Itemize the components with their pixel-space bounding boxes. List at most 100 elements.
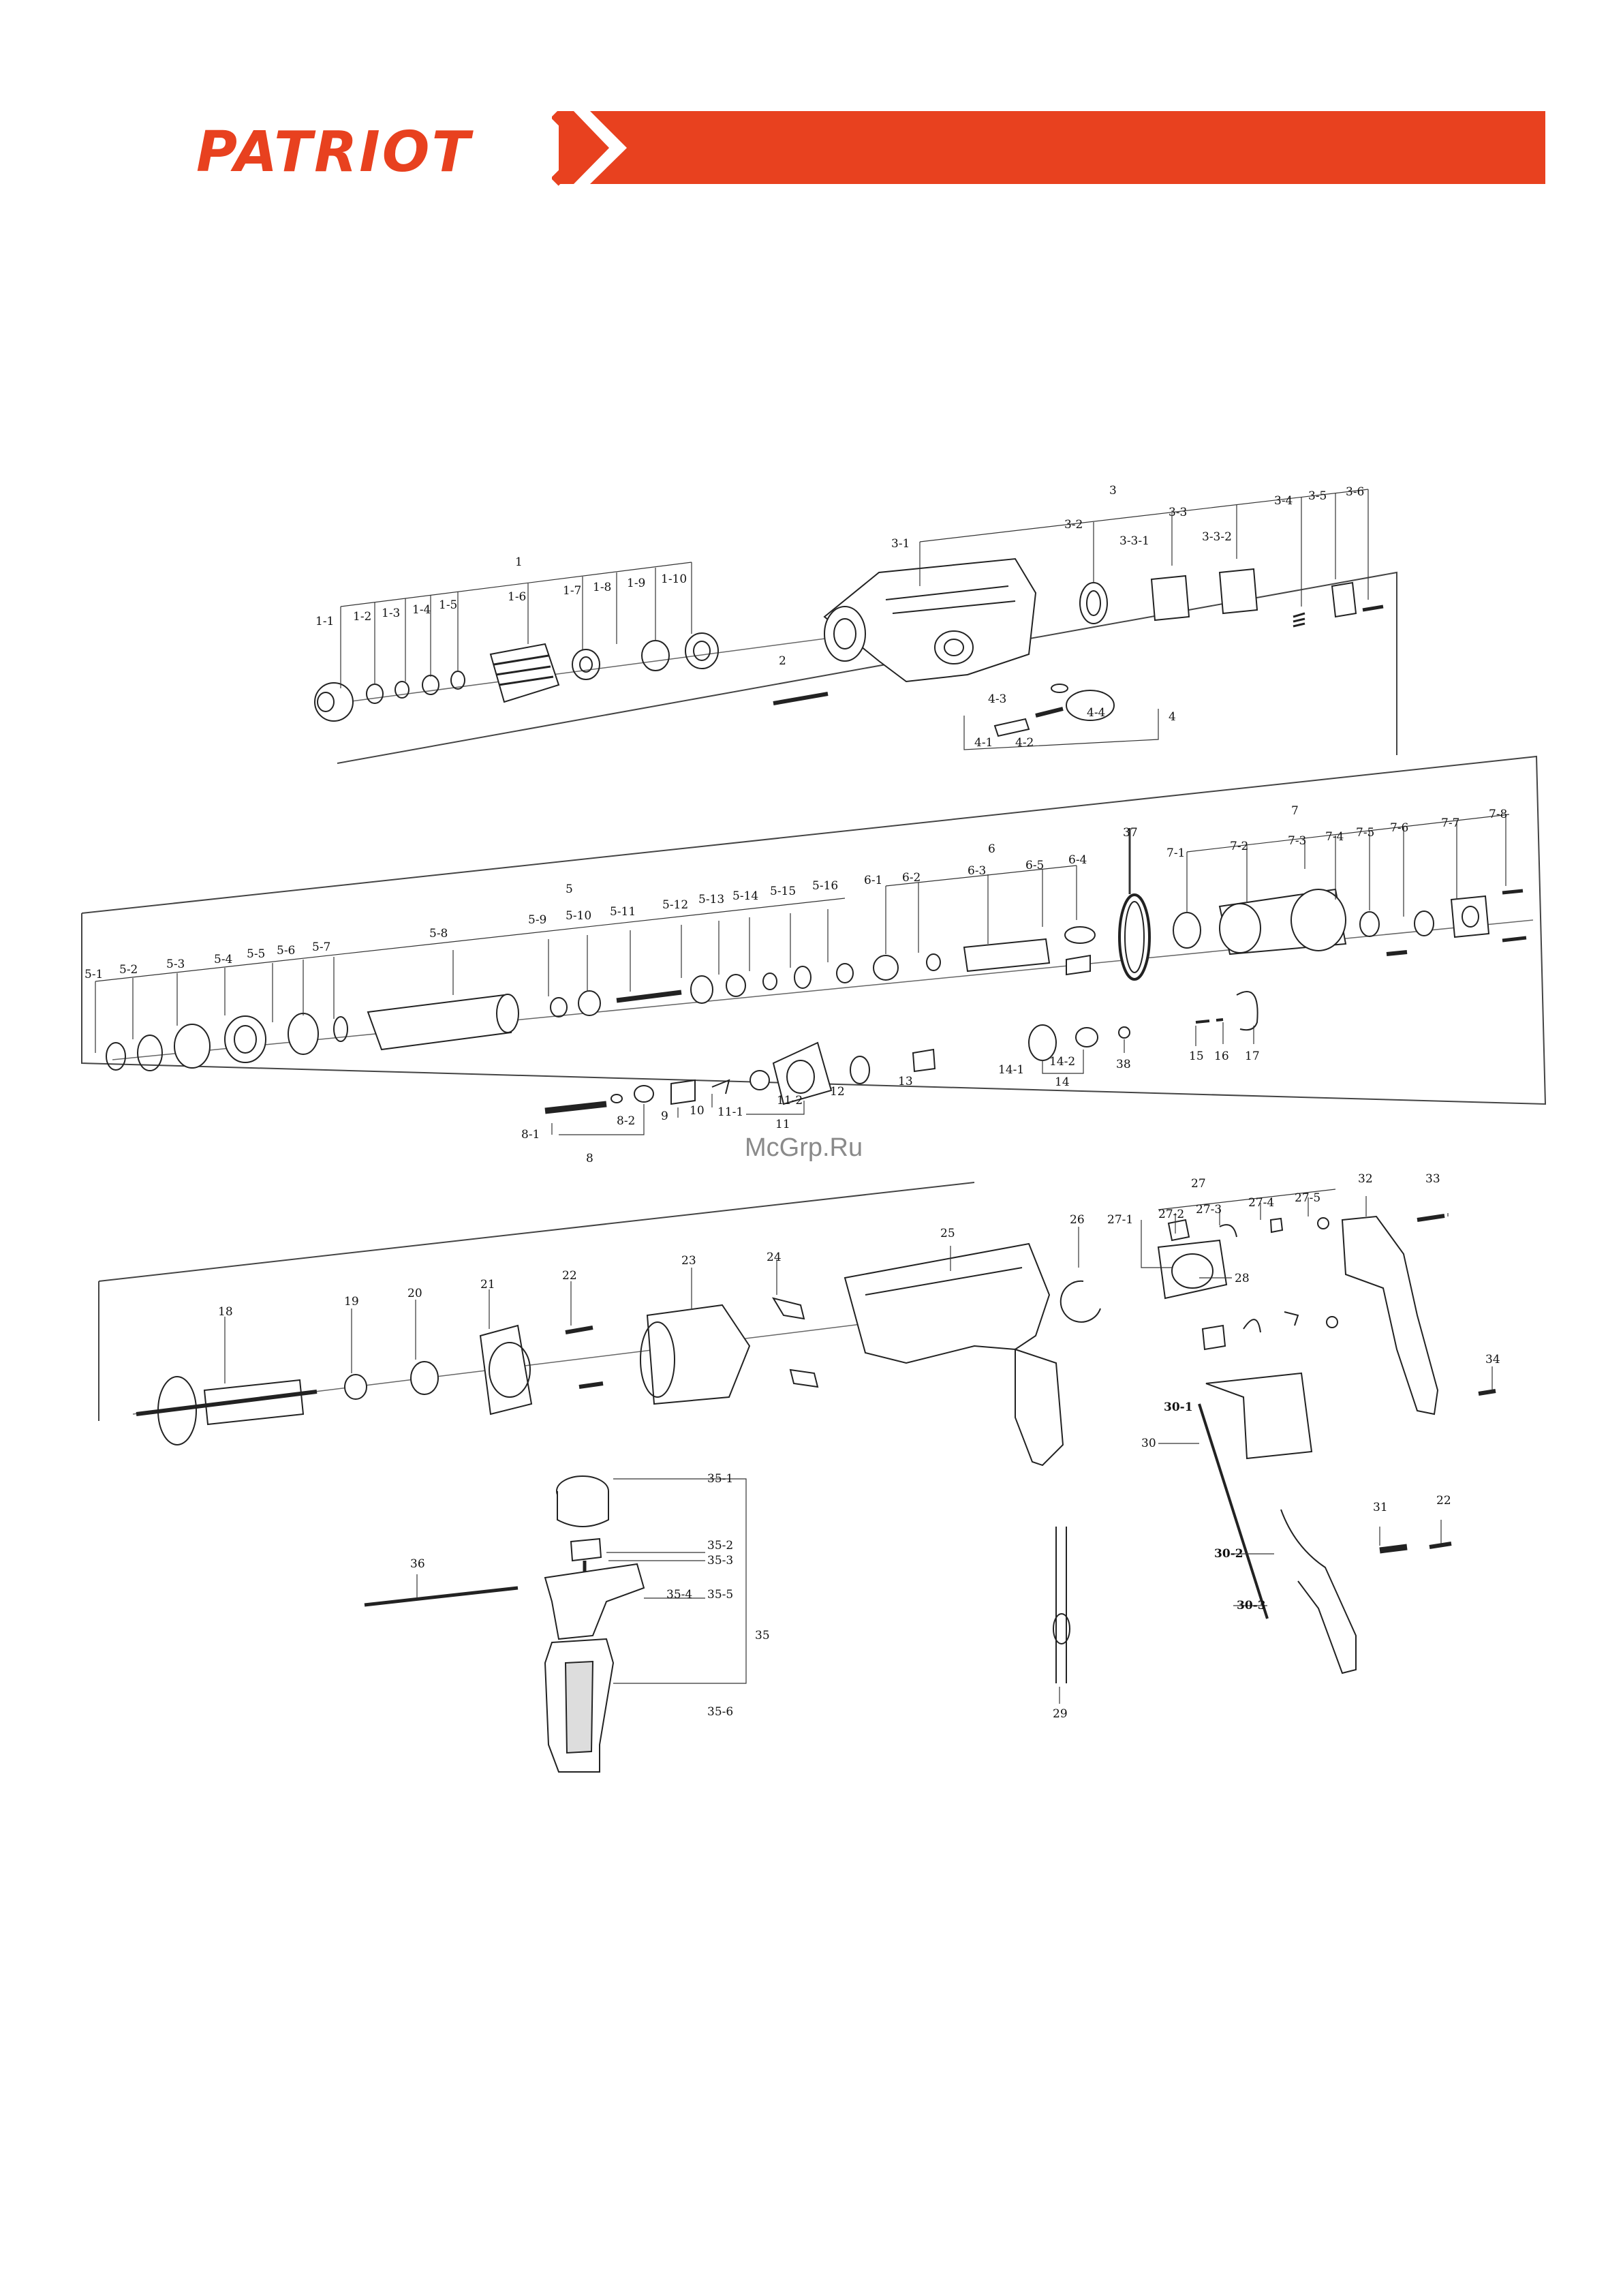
part-4-switch bbox=[993, 684, 1115, 737]
part-label: 7-3 bbox=[1288, 834, 1307, 848]
part-label: 4-2 bbox=[1015, 736, 1034, 750]
part-label: 3 bbox=[1109, 484, 1117, 498]
part-label: 3-4 bbox=[1274, 494, 1293, 508]
part-label: 5-12 bbox=[662, 898, 689, 912]
part-label: 7-4 bbox=[1325, 830, 1344, 844]
part-label: 7-2 bbox=[1230, 840, 1249, 853]
part-25-motor-housing bbox=[844, 1242, 1064, 1467]
brand-logo: PATRIOT bbox=[196, 120, 472, 185]
part-23-stator bbox=[640, 1304, 751, 1405]
part-label: 20 bbox=[407, 1287, 422, 1300]
watermark: McGrp.Ru bbox=[745, 1133, 863, 1162]
part-label: 11-1 bbox=[717, 1105, 744, 1119]
part-label: 30-2 bbox=[1214, 1547, 1243, 1561]
part-22-screw-c bbox=[1429, 1542, 1452, 1549]
part-20-bearing bbox=[410, 1361, 439, 1395]
part-31-clamp bbox=[1379, 1544, 1408, 1554]
part-label: 36 bbox=[410, 1557, 425, 1571]
part-label: 1-1 bbox=[315, 615, 335, 628]
part-label: 28 bbox=[1235, 1272, 1250, 1285]
part-label: 19 bbox=[344, 1295, 359, 1308]
part-label: 14 bbox=[1055, 1075, 1070, 1089]
part-18-armature bbox=[136, 1376, 318, 1445]
part-label: 7-6 bbox=[1390, 821, 1409, 835]
part-label: 4-3 bbox=[988, 692, 1007, 706]
part-label: 1-9 bbox=[627, 577, 646, 590]
part-label: 6 bbox=[988, 842, 995, 856]
part-label: 37 bbox=[1123, 826, 1138, 840]
part-label: 35 bbox=[755, 1629, 770, 1642]
part-label: 6-2 bbox=[902, 871, 921, 885]
part-35-side-handle bbox=[544, 1475, 645, 1773]
part-3-housing bbox=[823, 557, 1384, 683]
part-label: 30-3 bbox=[1237, 1599, 1266, 1612]
part-label: 1-7 bbox=[563, 584, 582, 598]
part-label: 5-7 bbox=[312, 940, 331, 954]
part-label: 15 bbox=[1189, 1050, 1204, 1063]
part-label: 5-6 bbox=[277, 944, 296, 958]
part-label: 14-2 bbox=[1049, 1055, 1076, 1069]
leader-lines bbox=[95, 489, 1510, 1704]
section-frame-1 bbox=[337, 571, 1397, 764]
part-label: 7 bbox=[1291, 804, 1299, 818]
part-label: 29 bbox=[1053, 1707, 1068, 1721]
part-label: 7-1 bbox=[1166, 846, 1186, 860]
part-label: 5 bbox=[566, 883, 573, 896]
part-label: 9 bbox=[661, 1109, 668, 1123]
part-label: 35-6 bbox=[707, 1705, 734, 1719]
section-frame-3 bbox=[98, 1182, 975, 1282]
part-label: 27-4 bbox=[1248, 1196, 1275, 1210]
part-label: 27-5 bbox=[1295, 1191, 1321, 1205]
header-bar bbox=[559, 111, 1545, 184]
part-label: 8 bbox=[586, 1152, 593, 1165]
part-label: 35-2 bbox=[707, 1539, 734, 1552]
part-label: 7-5 bbox=[1356, 826, 1375, 840]
part-label: 5-14 bbox=[732, 889, 759, 903]
part-27-brush-holder bbox=[1157, 1217, 1338, 1351]
part-label: 17 bbox=[1245, 1050, 1260, 1063]
part-label: 5-8 bbox=[429, 927, 448, 940]
part-label: 27 bbox=[1191, 1177, 1206, 1191]
part-label: 1-8 bbox=[593, 581, 612, 594]
part-label: 35-3 bbox=[707, 1554, 734, 1567]
part-label: 35-5 bbox=[707, 1588, 734, 1602]
part-1-chuck-group bbox=[314, 632, 719, 722]
part-label: 5-16 bbox=[812, 879, 839, 893]
part-label: 5-3 bbox=[166, 958, 185, 971]
part-label: 30 bbox=[1141, 1437, 1156, 1450]
part-26-clip bbox=[1060, 1280, 1101, 1323]
part-29-cable bbox=[1053, 1527, 1070, 1683]
part-label: 5-5 bbox=[247, 947, 266, 961]
part-label: 1-10 bbox=[661, 572, 687, 586]
part-label: 5-4 bbox=[214, 953, 233, 966]
part-label: 3-3-1 bbox=[1119, 534, 1149, 548]
part-label: 18 bbox=[218, 1305, 233, 1319]
part-label: 30-1 bbox=[1164, 1400, 1193, 1414]
part-label: 5-1 bbox=[84, 968, 104, 981]
part-label: 6-5 bbox=[1025, 859, 1045, 872]
part-label: 1-2 bbox=[353, 610, 372, 624]
part-36-rod bbox=[364, 1586, 519, 1607]
part-label: 24 bbox=[767, 1251, 782, 1264]
part-2-bolt bbox=[773, 692, 829, 705]
part-label: 1-5 bbox=[439, 598, 458, 612]
part-label: 4-1 bbox=[974, 736, 993, 750]
part-22-screw-b bbox=[578, 1381, 604, 1389]
part-label: 8-1 bbox=[521, 1128, 540, 1142]
part-label: 33 bbox=[1425, 1172, 1440, 1186]
part-32-handle-cover bbox=[1341, 1215, 1439, 1415]
part-label: 12 bbox=[830, 1085, 845, 1099]
part-label: 31 bbox=[1373, 1501, 1388, 1514]
part-label: 3-1 bbox=[891, 537, 910, 551]
part-label: 25 bbox=[940, 1227, 955, 1240]
part-label: 7-7 bbox=[1441, 816, 1460, 830]
part-label: 4-4 bbox=[1087, 706, 1106, 720]
part-label: 11-2 bbox=[777, 1094, 803, 1107]
part-label: 1-3 bbox=[382, 607, 401, 620]
part-30-switch bbox=[1198, 1372, 1357, 1674]
part-label: 5-9 bbox=[528, 913, 547, 927]
part-label: 5-15 bbox=[770, 885, 797, 898]
part-37-belt bbox=[1118, 893, 1151, 981]
part-label: 3-3 bbox=[1169, 506, 1188, 519]
